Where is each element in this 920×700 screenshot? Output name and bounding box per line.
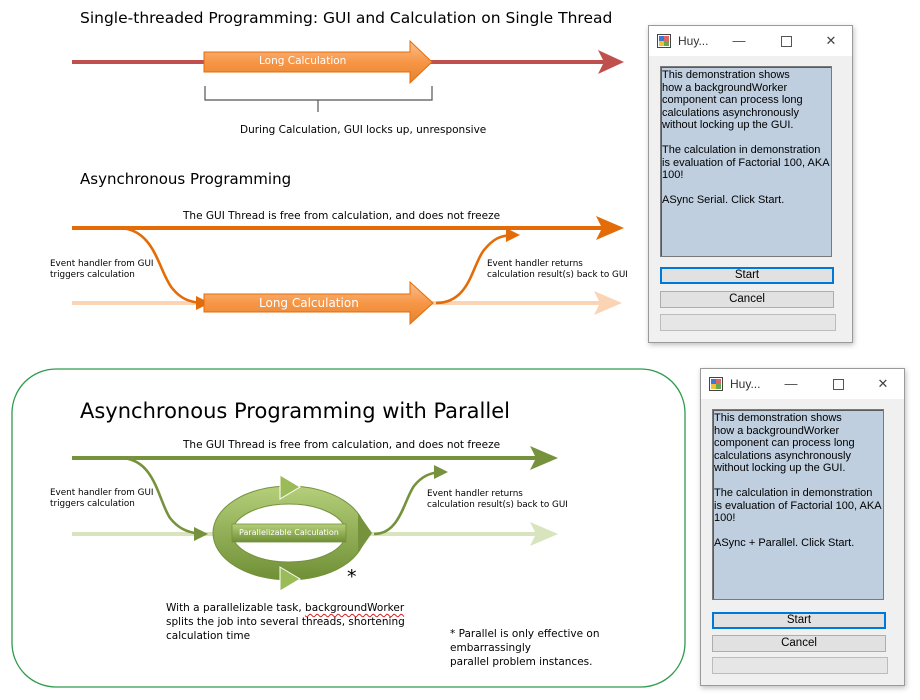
gui-thread-note-async: The GUI Thread is free from calculation,… [183,210,501,222]
asterisk-marker: * [347,566,357,588]
description-textbox[interactable]: This demonstration shows how a backgroun… [660,66,832,257]
long-calculation-arrow-1 [203,39,433,85]
gui-thread-note-parallel: The GUI Thread is free from calculation,… [183,439,501,451]
event-trigger-curve-async [117,226,203,305]
parallel-footnote: * Parallel is only effective on embarras… [450,628,600,668]
minimize-icon[interactable]: — [732,33,746,48]
title-bar[interactable]: Huy... — ✕ [649,26,852,56]
long-calculation-label-1: Long Calculation [259,55,347,67]
demo-window-parallel: Huy... — ✕ This demonstration shows how … [700,368,905,686]
gui-lockup-note: During Calculation, GUI locks up, unresp… [240,124,487,136]
description-textbox[interactable]: This demonstration shows how a backgroun… [712,409,884,600]
app-icon [709,377,723,391]
window-title: Huy... [730,377,761,391]
section1-title: Single-threaded Programming: GUI and Cal… [80,9,613,27]
section3-title: Asynchronous Programming with Parallel [80,399,510,423]
minimize-icon[interactable]: — [784,376,798,391]
title-bar[interactable]: Huy... — ✕ [701,369,904,399]
start-button[interactable]: Start [712,612,886,629]
long-calculation-arrow-2 [203,280,434,326]
backgroundworker-word: backgroundWorker [305,602,405,614]
gui-thread-arrow-async [72,216,624,240]
event-return-arrowhead-async [506,228,520,242]
cancel-button[interactable]: Cancel [660,291,834,308]
parallel-calculation-label: Parallelizable Calculation [239,528,339,537]
parallel-note: With a parallelizable task, backgroundWo… [166,602,405,642]
lockup-bracket [204,86,433,112]
window-title: Huy... [678,34,709,48]
demo-window-serial: Huy... — ✕ This demonstration shows how … [648,25,853,343]
section2-title: Asynchronous Programming [80,170,292,188]
event-trigger-label-parallel: Event handler from GUI triggers calculat… [50,488,154,509]
progress-bar [660,314,836,331]
app-icon [657,34,671,48]
event-trigger-arrowhead-async [196,296,210,310]
event-return-label-parallel: Event handler returns calculation result… [427,489,568,510]
maximize-icon[interactable] [828,374,848,394]
start-button[interactable]: Start [660,267,834,284]
event-return-curve-parallel [373,470,441,536]
maximize-icon[interactable] [776,31,796,51]
event-return-arrowhead-parallel [434,465,448,479]
event-return-curve-async [435,233,513,305]
close-icon[interactable]: ✕ [825,33,837,48]
parallel-calculation-ring [212,474,372,592]
event-return-label-async: Event handler returns calculation result… [487,259,628,280]
gui-thread-arrow-parallel [72,446,558,470]
event-trigger-arrowhead-parallel [194,527,208,541]
long-calculation-label-2: Long Calculation [259,296,359,310]
cancel-button[interactable]: Cancel [712,635,886,652]
event-trigger-curve-parallel [119,456,201,536]
progress-bar [712,657,888,674]
close-icon[interactable]: ✕ [877,376,889,391]
event-trigger-label-async: Event handler from GUI triggers calculat… [50,259,154,280]
parallel-section-border [11,368,686,688]
